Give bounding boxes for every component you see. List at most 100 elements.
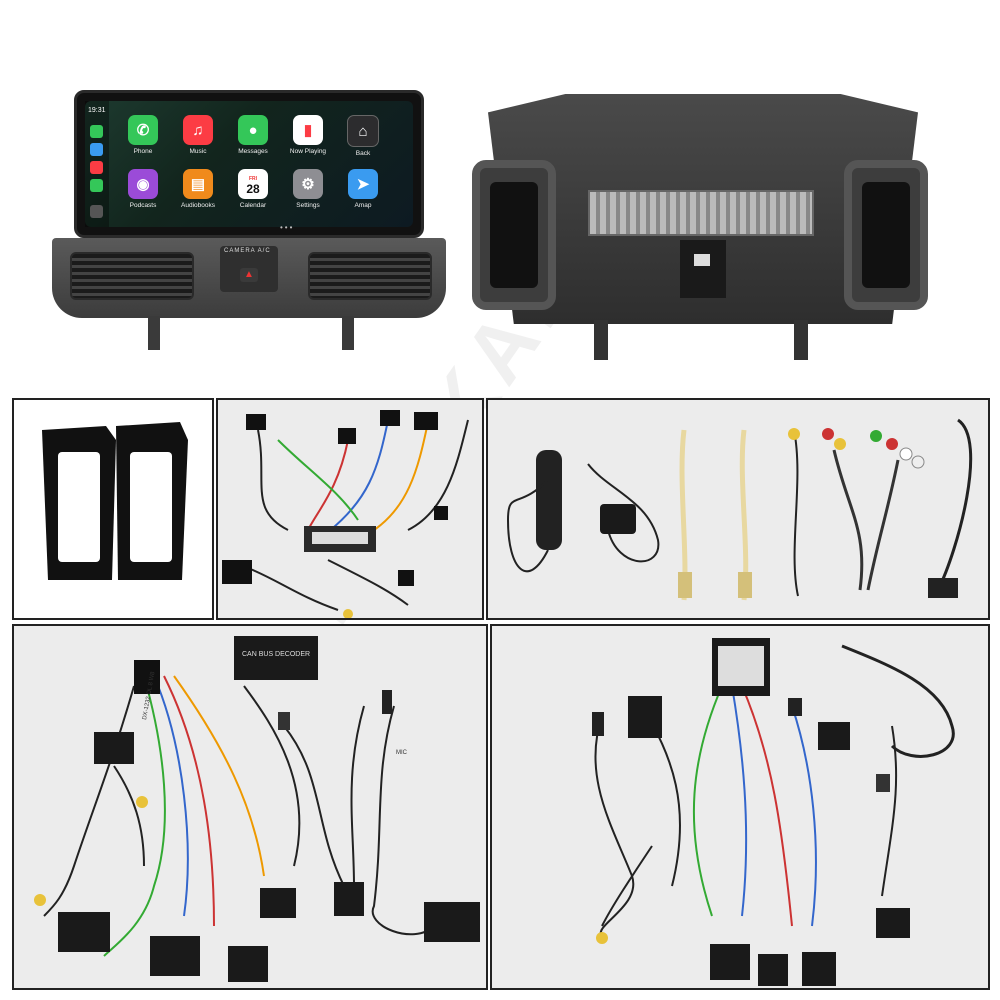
connector [424,902,480,942]
mount-tab [342,316,354,350]
app-label: Messages [238,148,268,155]
rca-plug [34,894,46,906]
audiobooks-icon: ▤ [183,169,213,199]
mic-tag: MIC [396,750,408,756]
rca-plug [343,609,353,618]
dock-music-icon[interactable] [90,161,103,174]
podcasts-icon: ◉ [128,169,158,199]
app-podcasts[interactable]: ◉ Podcasts [118,169,168,209]
page-dots: ••• [280,223,295,232]
rear-port [694,254,710,266]
dock-maps-icon[interactable] [90,143,103,156]
panel-harness-a: CAN BUS DECODER DX-1232 OL 8 W8 MIC [12,624,488,990]
mic-jack [592,712,604,736]
harness-a-illustration: CAN BUS DECODER DX-1232 OL 8 W8 MIC [34,636,480,982]
panel-vent-frames [12,398,214,620]
connector [398,570,414,586]
settings-gear-icon: ⚙ [293,169,323,199]
rca-plug [788,428,800,440]
mount-tab [794,320,808,360]
connector [818,722,850,750]
app-label: Music [189,148,207,155]
canbus-label: CAN BUS DECODER [242,651,310,658]
head-unit-rear [458,94,948,364]
connector [246,414,266,430]
app-label: Amap [354,202,372,209]
app-label: Back [355,150,371,157]
rca-plug [596,932,608,944]
app-label: Calendar [239,202,267,209]
radio-antenna [536,450,562,550]
dock-messages-icon[interactable] [90,179,103,192]
usb-socket [928,578,958,598]
connector [58,912,110,952]
panel-canbus-harness [216,398,484,620]
radio-chassis [588,190,814,236]
music-icon: ♫ [183,115,213,145]
audio-jack [876,774,890,792]
app-music[interactable]: ♫ Music [173,115,223,155]
app-label: Settings [296,202,320,209]
connector [758,954,788,986]
head-unit-front: 19:31 ✆ Phone ♫ Music ● Messages ▮ [52,90,446,360]
connector [414,412,438,430]
app-audiobooks[interactable]: ▤ Audiobooks [173,169,223,209]
display-screen: 19:31 ✆ Phone ♫ Music ● Messages ▮ [74,90,424,238]
connector [710,944,750,980]
rear-connector [680,240,726,298]
connector [380,410,400,426]
messages-icon: ● [238,115,268,145]
accessories-illustration [506,418,973,601]
connector [260,888,296,918]
amap-icon: ➤ [348,169,378,199]
app-label: Podcasts [129,202,157,209]
panel-accessories [486,398,990,620]
connector [334,882,364,916]
app-label: Audiobooks [181,202,215,209]
mic-jack [382,690,392,714]
app-back[interactable]: ⌂ Back [338,115,388,157]
status-time: 19:31 [88,107,106,114]
camera-ac-label: CAMERA A/C [224,248,271,254]
connector [228,946,268,982]
mount-tab [148,316,160,350]
app-now-playing[interactable]: ▮ Now Playing [283,115,333,155]
audio-jack [278,712,290,730]
harness-b-illustration [592,638,955,986]
dock-home-icon[interactable] [90,205,103,218]
dock-phone-icon[interactable] [90,125,103,138]
app-label: Now Playing [289,148,327,155]
canbus-decoder-box [234,636,318,680]
mount-tab [594,320,608,360]
app-settings[interactable]: ⚙ Settings [283,169,333,209]
panel-harness-b [490,624,990,990]
right-air-vent [308,252,432,300]
app-messages[interactable]: ● Messages [228,115,278,155]
connector [338,428,356,444]
canbus-harness-illustration [222,410,469,618]
connector [788,698,802,716]
left-air-vent [70,252,194,300]
connector [150,936,200,976]
connector [94,732,134,764]
rca-bundle [822,428,925,591]
connector [628,696,662,738]
now-playing-icon: ▮ [293,115,323,145]
phone-icon: ✆ [128,115,158,145]
connector [134,660,160,694]
right-vent-duct [844,160,928,310]
app-phone[interactable]: ✆ Phone [118,115,168,155]
app-label: Phone [133,148,153,155]
connector [222,560,252,584]
carplay-sidebar: 19:31 [85,101,109,227]
left-vent-duct [472,160,556,310]
connector [802,952,836,986]
car-back-icon: ⌂ [347,115,379,147]
dash-bezel: CAMERA A/C ▲ [52,238,446,318]
rca-plug [136,796,148,808]
vent-frames-illustration [42,422,188,580]
app-amap[interactable]: ➤ Amap [338,169,388,209]
hazard-button-icon[interactable]: ▲ [240,268,258,282]
